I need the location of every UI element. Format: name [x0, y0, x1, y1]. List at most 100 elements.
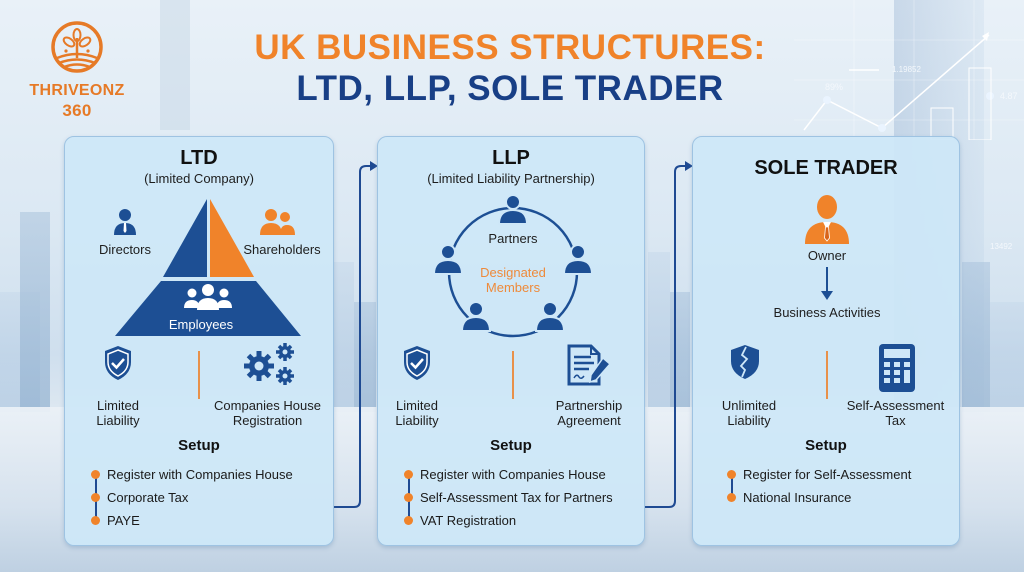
feature-label: Companies House Registration	[205, 398, 330, 428]
sole-title: SOLE TRADER	[754, 157, 898, 179]
llp-card: LLP (Limited Liability Partnership) Part…	[377, 136, 645, 546]
feature-label-line: Liability	[96, 413, 140, 428]
llp-setup-heading: Setup	[490, 437, 532, 454]
shield-check-icon	[404, 346, 430, 380]
feature-label-line: Liability	[727, 413, 771, 428]
employees-group-icon	[184, 284, 232, 310]
brand-logo: THRIVEONZ 360	[22, 20, 132, 119]
setup-step: PAYE	[91, 513, 293, 536]
designated-line: Designated	[480, 265, 546, 280]
director-icon	[114, 209, 136, 235]
ltd-pyramid	[115, 199, 301, 336]
bg-growth-chart	[794, 0, 1024, 140]
setup-step: Register with Companies House	[404, 467, 613, 490]
bg-building	[334, 262, 354, 412]
feature-label-line: Limited	[97, 398, 139, 413]
ltd-subtitle: (Limited Company)	[144, 171, 254, 186]
feature-label-line: Partnership	[555, 398, 623, 413]
partners-circle-diagram	[432, 194, 594, 338]
pyramid-shareholders-segment	[210, 199, 254, 277]
setup-step-text: National Insurance	[743, 490, 852, 505]
feature-label-line: Companies House	[214, 398, 321, 413]
llp-setup-list: Register with Companies House Self-Asses…	[404, 467, 613, 536]
llp-subtitle: (Limited Liability Partnership)	[427, 171, 595, 186]
setup-step: VAT Registration	[404, 513, 613, 536]
feature-divider	[512, 351, 514, 399]
brand-name: THRIVEONZ	[29, 82, 125, 99]
directors-label: Directors	[98, 242, 151, 257]
sole-setup-heading: Setup	[805, 437, 847, 454]
feature-divider	[198, 351, 200, 399]
feature-label-line: Limited	[396, 398, 438, 413]
setup-step-text: VAT Registration	[420, 513, 517, 528]
feature-label: Limited Liability	[83, 398, 153, 428]
shield-check-icon	[105, 346, 131, 380]
feature-label-line: Agreement	[557, 413, 621, 428]
owner-icon	[805, 195, 849, 244]
bg-tower	[160, 0, 190, 130]
business-activities-label: Business Activities	[773, 305, 881, 320]
bg-chart-label: 89%	[825, 82, 844, 92]
ltd-card: LTD (Limited Company) Employees Director…	[64, 136, 334, 546]
feature-label-line: Unlimited	[721, 398, 777, 413]
setup-step: National Insurance	[727, 490, 911, 513]
feature-label: Limited Liability	[382, 398, 452, 428]
feature-label: Self-Assessment Tax	[833, 398, 958, 428]
llp-title: LLP	[492, 147, 530, 169]
timeline-dot	[91, 493, 100, 502]
bg-chart-label: 13492	[990, 242, 1013, 251]
broken-shield-icon	[731, 345, 759, 379]
partner-icon	[562, 244, 594, 275]
partner-icon	[432, 244, 464, 275]
bg-building	[962, 262, 990, 412]
sole-trader-card: SOLE TRADER Owner Business Activities Un…	[692, 136, 960, 546]
timeline-dot	[727, 493, 736, 502]
bg-building	[20, 212, 50, 412]
setup-step: Register for Self-Assessment	[727, 467, 911, 490]
shareholders-icon	[260, 209, 295, 235]
feature-label-line: Self-Assessment	[846, 398, 945, 413]
bg-building	[648, 252, 670, 412]
page-title: UK BUSINESS STRUCTURES: LTD, LLP, SOLE T…	[200, 28, 820, 110]
designated-line: Members	[485, 280, 541, 295]
gears-icon	[244, 343, 294, 385]
shareholders-label: Shareholders	[243, 242, 321, 257]
feature-label-line: Liability	[395, 413, 439, 428]
timeline-dot	[404, 470, 413, 479]
feature-label: Partnership Agreement	[544, 398, 634, 428]
feature-label: Unlimited Liability	[709, 398, 789, 428]
title-line-2: LTD, LLP, SOLE TRADER	[296, 69, 724, 108]
calculator-icon	[879, 344, 915, 392]
setup-step: Self-Assessment Tax for Partners	[404, 490, 613, 513]
brand-number: 360	[62, 101, 92, 120]
setup-step-text: Register with Companies House	[107, 467, 293, 482]
setup-step: Register with Companies House	[91, 467, 293, 490]
partners-label: Partners	[488, 231, 538, 246]
timeline-dot	[404, 493, 413, 502]
timeline-dot	[727, 470, 736, 479]
arrow-down-icon	[821, 267, 833, 300]
timeline-dot	[91, 470, 100, 479]
feature-label-line: Tax	[885, 413, 906, 428]
pyramid-directors-segment	[163, 199, 207, 277]
setup-step-text: Corporate Tax	[107, 490, 189, 505]
bg-building	[990, 302, 1024, 412]
owner-label: Owner	[807, 248, 847, 263]
timeline-dot	[404, 516, 413, 525]
partner-icon	[460, 301, 492, 332]
connector-arrow-llp-to-sole	[645, 161, 693, 508]
title-line-1: UK BUSINESS STRUCTURES:	[254, 28, 766, 67]
ltd-setup-heading: Setup	[178, 437, 220, 454]
designated-members-label: Designated Members	[463, 265, 563, 295]
ltd-title: LTD	[180, 147, 218, 169]
signed-document-icon	[567, 344, 612, 386]
setup-step-text: Register with Companies House	[420, 467, 606, 482]
feature-divider	[826, 351, 828, 399]
timeline-line	[731, 475, 733, 498]
timeline-dot	[91, 516, 100, 525]
bg-chart-label: 1.19852	[892, 65, 921, 74]
feature-label-line: Registration	[232, 413, 303, 428]
plant-sprout-icon	[51, 21, 103, 73]
setup-step-text: Register for Self-Assessment	[743, 467, 912, 482]
connector-arrow-ltd-to-llp	[334, 161, 378, 508]
